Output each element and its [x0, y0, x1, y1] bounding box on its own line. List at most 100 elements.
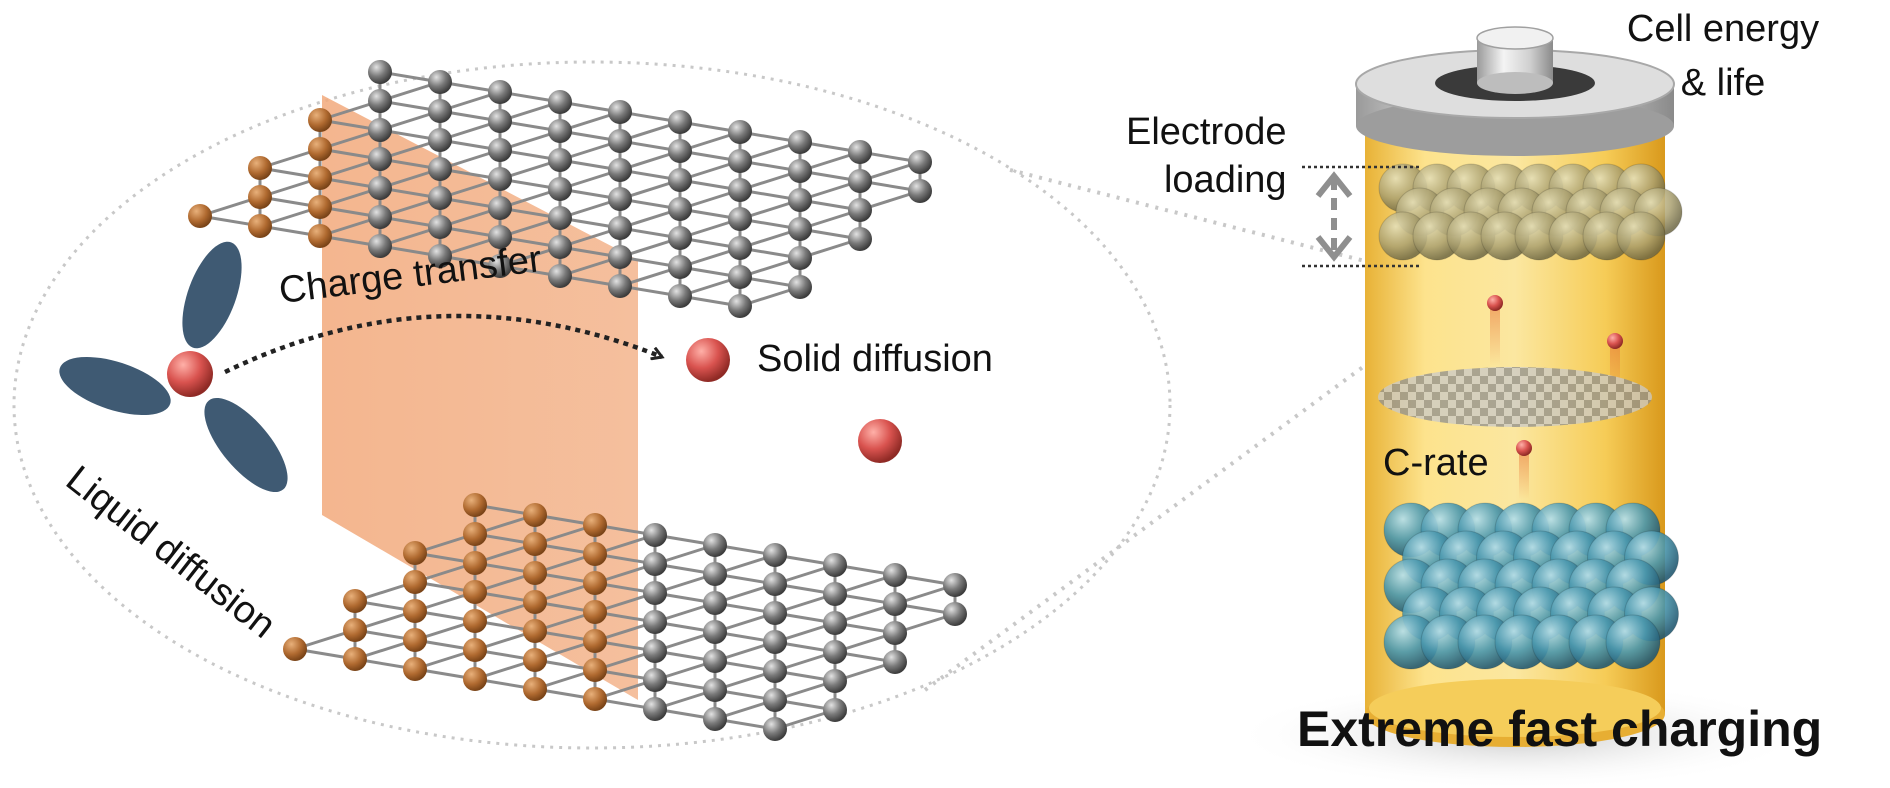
lattice-atom [763, 543, 787, 567]
lattice-atom [823, 611, 847, 635]
lithium-ion-cell-1 [1487, 295, 1503, 311]
lattice-atom [703, 649, 727, 673]
lattice-atom [763, 630, 787, 654]
interface-atom [523, 619, 547, 643]
lattice-atom [763, 659, 787, 683]
interface-atom [523, 561, 547, 585]
label-solid-diffusion: Solid diffusion [757, 338, 993, 380]
lattice-atom [788, 130, 812, 154]
lattice-atom [823, 553, 847, 577]
interface-atom [523, 503, 547, 527]
lattice-atom [788, 188, 812, 212]
lattice-atom [908, 179, 932, 203]
ion-stream [1610, 344, 1620, 400]
lattice-atom [823, 669, 847, 693]
lattice-atom [703, 533, 727, 557]
lattice-atom [788, 275, 812, 299]
lattice-atom [368, 147, 392, 171]
lattice-atom [763, 601, 787, 625]
interface-atom [403, 541, 427, 565]
lattice-bottom-layer [283, 493, 967, 741]
lattice-atom [488, 225, 512, 249]
lithium-ion-cell-3 [1516, 440, 1532, 456]
interface-atom [308, 137, 332, 161]
lattice-atom [728, 207, 752, 231]
interface-atom [403, 628, 427, 652]
charge-transfer-arrow [224, 313, 662, 375]
lattice-atom [548, 177, 572, 201]
battery-cell [1230, 26, 1810, 788]
lattice-atom [608, 274, 632, 298]
lattice-atom [728, 236, 752, 260]
lattice-atom [548, 235, 572, 259]
interface-atom [188, 204, 212, 228]
interface-atom [463, 580, 487, 604]
lattice-atom [643, 697, 667, 721]
lattice-atom [488, 138, 512, 162]
lattice-atom [643, 523, 667, 547]
lattice-atom [608, 216, 632, 240]
lattice-atom [908, 150, 932, 174]
lithium-ion-solid-1 [686, 338, 730, 382]
interface-atom [283, 637, 307, 661]
lattice-atom [763, 717, 787, 741]
lattice-atom [703, 678, 727, 702]
interface-atom [583, 513, 607, 537]
interface-atom [523, 648, 547, 672]
lattice-atom [548, 264, 572, 288]
lattice-atom [548, 90, 572, 114]
interface-atom [248, 185, 272, 209]
lattice-top-layer [188, 60, 932, 318]
interface-atom [308, 224, 332, 248]
interface-atom [583, 658, 607, 682]
lattice-atom [788, 217, 812, 241]
lattice-atom [488, 80, 512, 104]
label-cell-energy-line1: Cell energy [1626, 8, 1820, 50]
lattice-atom [728, 149, 752, 173]
anode-particles [1383, 502, 1679, 670]
lattice-atom [668, 139, 692, 163]
interface-atom [308, 108, 332, 132]
lattice-atom [428, 157, 452, 181]
lattice-atom [488, 167, 512, 191]
lattice-atom [428, 215, 452, 239]
lattice-atom [728, 265, 752, 289]
lattice-atom [728, 294, 752, 318]
lattice-atom [788, 246, 812, 270]
lattice-atom [608, 158, 632, 182]
lattice-atom [643, 610, 667, 634]
interface-atom [583, 600, 607, 624]
lattice-atom [368, 176, 392, 200]
lattice-atoms [283, 493, 967, 741]
lattice-atom [668, 255, 692, 279]
lattice-atom [643, 552, 667, 576]
lattice-atom [428, 99, 452, 123]
lattice-atom [848, 227, 872, 251]
lithium-ion-cell-2 [1607, 333, 1623, 349]
interface-atom [248, 156, 272, 180]
interface-atom [343, 618, 367, 642]
interface-atom [463, 667, 487, 691]
lattice-atom [488, 109, 512, 133]
label-electrode-loading: Electrode loading [1126, 108, 1287, 204]
ion-stream [1519, 451, 1529, 499]
interface-atom [403, 570, 427, 594]
label-electrode-line1: Electrode [1126, 111, 1287, 153]
lattice-atom [763, 572, 787, 596]
label-c-rate: C-rate [1383, 442, 1489, 484]
interface-atom [403, 599, 427, 623]
lattice-atom [368, 205, 392, 229]
lattice-atom [643, 668, 667, 692]
interface-atom [463, 522, 487, 546]
lithium-ion-solid-2 [858, 419, 902, 463]
ion-stream [1490, 306, 1500, 366]
lattice-atom [608, 100, 632, 124]
lattice-atom [848, 169, 872, 193]
lattice-atom [428, 186, 452, 210]
lattice-atom [368, 89, 392, 113]
lattice-atom [703, 620, 727, 644]
lattice-atom [668, 197, 692, 221]
lattice-atom [823, 698, 847, 722]
zoom-ellipse [12, 60, 1172, 750]
